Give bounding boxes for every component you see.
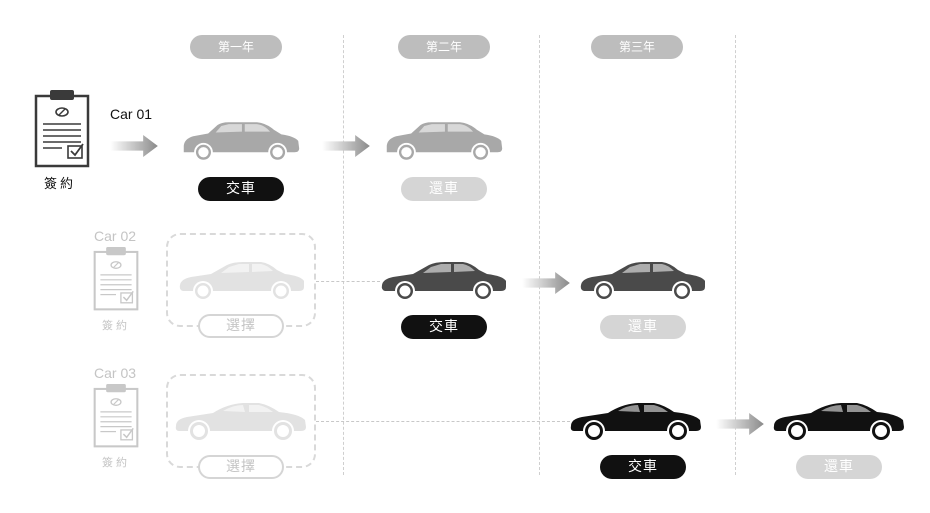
contract-icon xyxy=(93,247,139,311)
car-icon xyxy=(177,258,307,302)
car-icon xyxy=(180,118,302,164)
connector-line xyxy=(316,281,380,282)
select-badge: 選擇 xyxy=(198,314,284,338)
car-icon xyxy=(379,258,509,302)
arrow-right-icon xyxy=(320,135,372,157)
year-3-label: 第三年 xyxy=(591,35,683,59)
car-icon xyxy=(383,118,505,164)
sign-label: 簽約 xyxy=(102,319,130,332)
deliver-badge: 交車 xyxy=(198,177,284,201)
sign-label: 簽約 xyxy=(102,456,130,469)
car-icon xyxy=(568,400,704,442)
car-01-label: Car 01 xyxy=(110,106,153,122)
deliver-badge: 交車 xyxy=(600,455,686,479)
arrow-right-icon xyxy=(520,272,572,294)
select-badge: 選擇 xyxy=(198,455,284,479)
return-badge: 還車 xyxy=(600,315,686,339)
car-icon xyxy=(578,258,708,302)
car-02-label: Car 02 xyxy=(94,228,137,244)
car-icon xyxy=(771,400,907,442)
year-divider xyxy=(343,35,344,475)
year-2-label: 第二年 xyxy=(398,35,490,59)
sign-label: 簽約 xyxy=(44,177,77,192)
contract-icon xyxy=(34,90,90,168)
contract-icon xyxy=(93,384,139,448)
year-1-label: 第一年 xyxy=(190,35,282,59)
deliver-badge: 交車 xyxy=(401,315,487,339)
arrow-right-icon xyxy=(108,135,160,157)
connector-line xyxy=(316,421,570,422)
return-badge: 還車 xyxy=(796,455,882,479)
car-icon xyxy=(173,400,309,442)
year-divider xyxy=(735,35,736,475)
car-03-label: Car 03 xyxy=(94,365,137,381)
arrow-right-icon xyxy=(714,413,766,435)
year-divider xyxy=(539,35,540,475)
return-badge: 還車 xyxy=(401,177,487,201)
